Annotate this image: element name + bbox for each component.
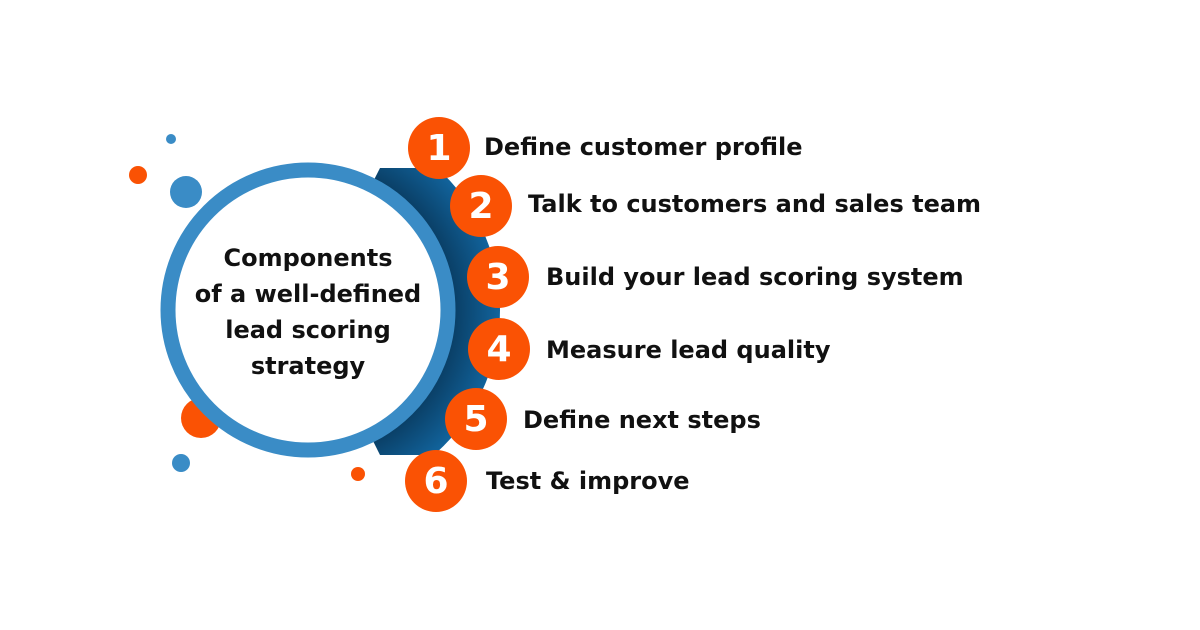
step-number-1: 1 xyxy=(408,117,470,179)
step-label-2: Talk to customers and sales team xyxy=(528,190,982,218)
title-line: lead scoring xyxy=(225,316,391,344)
center-title: Components of a well-defined lead scorin… xyxy=(178,240,438,384)
dot xyxy=(129,166,147,184)
step-number-6: 6 xyxy=(405,450,467,512)
main-ring xyxy=(160,162,456,458)
dot xyxy=(170,176,202,208)
step-number-4: 4 xyxy=(468,318,530,380)
step-number-3: 3 xyxy=(467,246,529,308)
title-line: strategy xyxy=(250,352,366,380)
step-number-2: 2 xyxy=(450,175,512,237)
title-line: Components xyxy=(223,244,393,272)
step-label-1: Define customer profile xyxy=(484,133,803,161)
step-number-5: 5 xyxy=(445,388,507,450)
step-label-4: Measure lead quality xyxy=(546,336,831,364)
dot xyxy=(172,454,190,472)
title-line: of a well-defined xyxy=(194,280,422,308)
step-label-5: Define next steps xyxy=(523,406,761,434)
dot xyxy=(351,467,365,481)
dot xyxy=(166,134,176,144)
step-label-6: Test & improve xyxy=(486,467,690,495)
step-label-3: Build your lead scoring system xyxy=(546,263,964,291)
